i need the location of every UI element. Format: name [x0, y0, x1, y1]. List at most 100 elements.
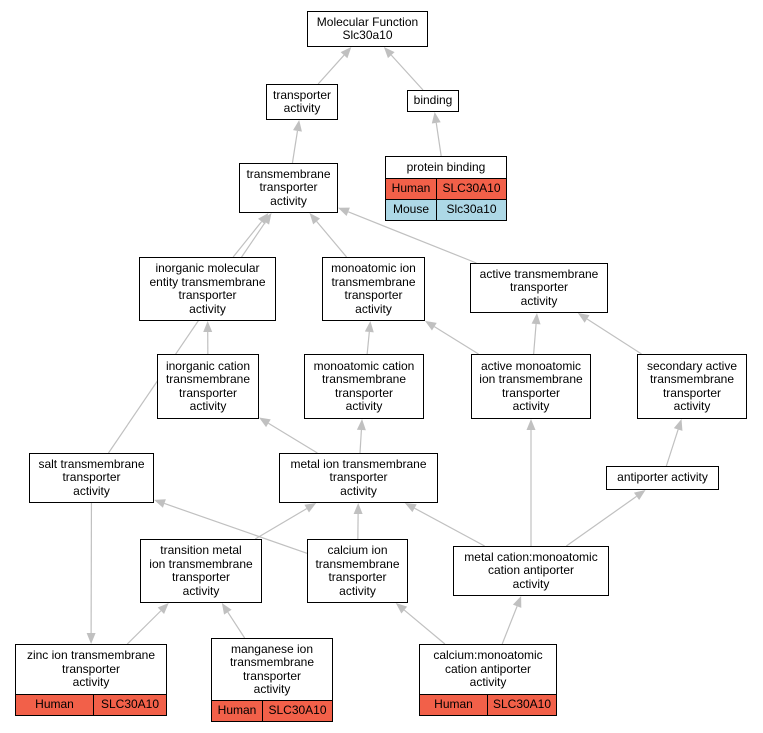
edge-atta-to-tmta [347, 211, 477, 264]
arrowhead-camca-to-mcma [512, 596, 522, 608]
arrowhead-ca-to-salt [154, 499, 166, 508]
arrowhead-atta-to-tmta [338, 207, 350, 217]
edge-metal-to-mcta [359, 429, 362, 454]
node-label: inorganic cation transmembrane transport… [165, 358, 251, 413]
node-label: inorganic molecular entity transmembrane… [149, 261, 266, 316]
species-cell: Human [35, 697, 74, 712]
gene-cell: Slc30a10 [436, 200, 506, 220]
node-calcium-ion[interactable]: calcium ion transmembrane transporter ac… [307, 539, 408, 603]
node-label: salt transmembrane transporter activity [38, 456, 145, 498]
edge-camca-to-ca [403, 609, 446, 645]
edge-ta-to-mf [317, 54, 345, 85]
edge-tmta-to-ta [291, 130, 299, 164]
node-zinc-ion[interactable]: zinc ion transmembrane transporter activ… [15, 644, 167, 716]
node-monoatomic-ion[interactable]: monoatomic ion transmembrane transporter… [322, 257, 425, 321]
node-label: transition metal ion transmembrane trans… [149, 543, 253, 598]
gene-cell: SLC30A10 [93, 695, 166, 715]
node-label: binding [413, 93, 453, 108]
node-transporter-activity[interactable]: transporter activity [266, 84, 338, 120]
arrowhead-mn-to-tmi [221, 603, 232, 615]
node-molecular-function[interactable]: Molecular Function Slc30a10 [307, 11, 428, 47]
node-antiporter-activity[interactable]: antiporter activity [606, 466, 719, 490]
node-manganese-ion[interactable]: manganese ion transmembrane transporter … [211, 638, 333, 722]
edge-mn-to-tmi [227, 611, 246, 639]
arrowhead-sata-to-atta [577, 313, 590, 323]
edge-zinc-to-tmi [126, 610, 162, 645]
arrowhead-bind-to-mf [383, 47, 395, 59]
edge-mcma-to-anti [566, 495, 637, 547]
node-label: monoatomic ion transmembrane transporter… [331, 261, 416, 316]
edge-mita-to-tmta [316, 221, 348, 258]
arrowhead-mcta-to-mita [364, 321, 374, 333]
node-binding[interactable]: binding [407, 90, 459, 112]
node-inorganic-cation[interactable]: inorganic cation transmembrane transport… [157, 354, 259, 419]
arrowhead-anti-to-sata [673, 419, 683, 431]
arrowhead-mita-to-tmta [309, 213, 321, 225]
node-salt-transmembrane[interactable]: salt transmembrane transporter activity [29, 453, 154, 503]
gene-cell: SLC30A10 [436, 179, 506, 199]
arrowhead-amita-to-mita [425, 320, 437, 331]
edge-tmi-to-metal [254, 508, 307, 540]
node-label: monoatomic cation transmembrane transpor… [313, 358, 415, 413]
arrowhead-mcma-to-metal [404, 503, 417, 513]
arrowhead-salt-to-zinc [86, 632, 96, 644]
edge-mcta-to-mita [366, 331, 370, 355]
arrowhead-metal-to-icta [259, 417, 271, 428]
edge-anti-to-sata [665, 429, 679, 467]
node-transition-metal-ion[interactable]: transition metal ion transmembrane trans… [140, 539, 262, 603]
node-label: calcium:monoatomic cation antiporter act… [433, 648, 543, 690]
node-label: active monoatomic ion transmembrane tran… [479, 358, 583, 413]
edge-amita-to-atta [533, 323, 537, 355]
node-label: secondary active transmembrane transport… [646, 358, 738, 413]
node-metal-ion-transmembrane[interactable]: metal ion transmembrane transporter acti… [279, 453, 438, 503]
gene-row-human: Human SLC30A10 [212, 700, 332, 721]
arrowhead-amita-to-atta [531, 313, 541, 325]
gene-cell: SLC30A10 [487, 695, 556, 715]
edge-pb-to-bind [435, 122, 442, 157]
node-calcium-monoatomic-antiporter[interactable]: calcium:monoatomic cation antiporter act… [419, 644, 557, 716]
arrowhead-icta-to-imeta [203, 321, 213, 333]
node-label: metal cation:monoatomic cation antiporte… [464, 549, 598, 591]
edge-metal-to-icta [268, 422, 318, 454]
node-transmembrane-transporter-activity[interactable]: transmembrane transporter activity [239, 163, 338, 213]
node-label: metal ion transmembrane transporter acti… [290, 456, 427, 498]
species-cell: Human [434, 697, 473, 712]
edge-camca-to-mcma [501, 606, 518, 645]
node-active-transmembrane[interactable]: active transmembrane transporter activit… [470, 263, 608, 313]
gene-row-mouse: Mouse Slc30a10 [386, 199, 506, 220]
node-label: antiporter activity [617, 470, 708, 485]
node-metal-cation-antiporter[interactable]: metal cation:monoatomic cation antiporte… [453, 546, 609, 596]
node-label: protein binding [406, 159, 486, 174]
edge-mcma-to-metal [414, 507, 485, 547]
arrowhead-zinc-to-tmi [157, 603, 169, 614]
node-secondary-active[interactable]: secondary active transmembrane transport… [637, 354, 747, 419]
edge-ca-to-salt [164, 502, 308, 554]
arrowhead-mcma-to-amita [526, 419, 536, 430]
arrowhead-tmi-to-metal [304, 503, 317, 513]
arrowhead-ca-to-metal [353, 503, 363, 515]
arrowhead-metal-to-mcta [356, 419, 366, 431]
species-cell: Human [391, 181, 431, 196]
arrowhead-camca-to-ca [395, 603, 408, 614]
node-label: active transmembrane transporter activit… [479, 266, 599, 308]
node-active-monoatomic-ion[interactable]: active monoatomic ion transmembrane tran… [471, 354, 591, 419]
node-label: zinc ion transmembrane transporter activ… [26, 648, 156, 690]
node-label: manganese ion transmembrane transporter … [229, 641, 315, 696]
edge-sata-to-atta [586, 318, 642, 355]
arrowhead-tmta-to-ta [293, 120, 302, 132]
edge-amita-to-mita [434, 326, 479, 355]
node-inorganic-molecular-entity[interactable]: inorganic molecular entity transmembrane… [139, 257, 276, 321]
arrowhead-salt-to-tmta [261, 213, 272, 225]
edge-imeta-to-tmta [232, 221, 263, 258]
gene-row-human: Human SLC30A10 [420, 694, 556, 715]
node-label: transmembrane transporter activity [246, 166, 331, 208]
arrowhead-pb-to-bind [431, 112, 441, 124]
gene-cell: SLC30A10 [262, 701, 332, 721]
node-protein-binding[interactable]: protein binding Human SLC30A10 Mouse Slc… [385, 156, 507, 221]
species-cell: Mouse [392, 202, 430, 217]
node-label: Molecular Function Slc30a10 [316, 14, 419, 42]
node-monoatomic-cation[interactable]: monoatomic cation transmembrane transpor… [304, 354, 424, 419]
gene-row-human: Human SLC30A10 [16, 694, 166, 715]
gene-row-human: Human SLC30A10 [386, 178, 506, 199]
